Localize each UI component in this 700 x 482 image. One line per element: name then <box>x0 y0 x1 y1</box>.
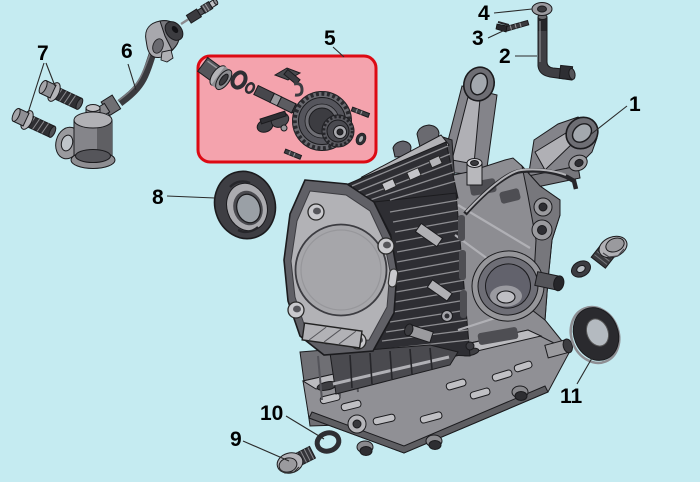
svg-text:2: 2 <box>499 45 511 68</box>
svg-text:8: 8 <box>152 186 164 209</box>
svg-text:3: 3 <box>472 27 484 50</box>
svg-text:11: 11 <box>560 385 583 408</box>
svg-text:1: 1 <box>629 93 641 116</box>
svg-text:10: 10 <box>260 402 283 425</box>
svg-text:9: 9 <box>230 428 242 451</box>
svg-text:6: 6 <box>121 40 133 63</box>
svg-text:4: 4 <box>478 2 490 25</box>
svg-text:7: 7 <box>37 42 49 65</box>
svg-text:5: 5 <box>324 27 336 50</box>
